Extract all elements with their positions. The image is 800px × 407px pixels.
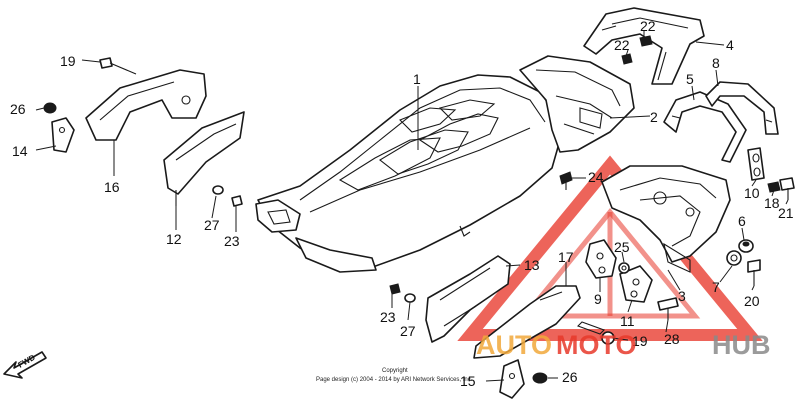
bracket-14 (51, 117, 75, 153)
rear-cowl (519, 55, 635, 153)
copyright-line-2: Page design (c) 2004 - 2014 by ARI Netwo… (316, 377, 473, 383)
callout-19-lower: 19 (632, 333, 648, 349)
callout-11: 11 (620, 313, 635, 329)
callout-13: 13 (524, 257, 540, 273)
copyright-notice: Copyright Page design (c) 2004 - 2014 by… (316, 368, 473, 383)
rubber-7 (726, 250, 742, 266)
rubber-6 (738, 239, 754, 253)
bolt-19-upper (99, 57, 137, 75)
callout-8: 8 (712, 55, 720, 71)
copyright-line-1: Copyright (382, 368, 408, 374)
callout-4: 4 (726, 37, 734, 53)
callout-10: 10 (744, 185, 760, 201)
callout-20: 20 (744, 293, 760, 309)
callout-26-lower: 26 (562, 369, 578, 385)
callout-27-upper: 27 (204, 217, 220, 233)
bolt-28 (657, 297, 679, 320)
callout-3: 3 (678, 288, 686, 304)
watermark-auto: AUTO (476, 330, 552, 360)
callout-26-upper: 26 (10, 101, 26, 117)
washer-27-upper (212, 185, 224, 195)
screw-21 (779, 177, 795, 200)
bracket-15 (499, 359, 525, 399)
callout-16: 16 (104, 179, 120, 195)
callout-25: 25 (614, 239, 630, 255)
fwd-arrow-icon: FWD (3, 351, 47, 379)
watermark-logo-text: AUTO MOTO HUB (476, 330, 771, 360)
side-stay-8 (705, 81, 779, 135)
handle-16 (85, 69, 207, 141)
grab-rail (583, 7, 705, 85)
screw-22b (621, 53, 633, 65)
part-10-bracket (747, 147, 765, 181)
callout-9: 9 (594, 291, 602, 307)
tail-bracket (601, 165, 731, 273)
washer-27-lower (404, 293, 416, 303)
callout-21: 21 (778, 205, 794, 221)
callout-6: 6 (738, 213, 746, 229)
leader-lines (35, 30, 789, 382)
callout-numbers: 1 2 3 4 5 8 6 7 9 10 11 12 13 14 15 16 1… (10, 18, 794, 389)
bolt-19-lower (577, 321, 615, 345)
watermark-moto: MOTO (556, 330, 637, 360)
callout-7: 7 (712, 279, 720, 295)
side-cover-17 (473, 285, 581, 359)
bolt-20 (747, 259, 761, 286)
callout-23-lower: 23 (380, 309, 396, 325)
callout-15: 15 (460, 373, 476, 389)
screw-24 (559, 171, 573, 190)
callout-22-upper: 22 (640, 18, 656, 34)
callout-1: 1 (413, 71, 421, 87)
callout-17: 17 (558, 249, 574, 265)
side-stay-5 (663, 91, 747, 163)
callout-19-upper: 19 (60, 53, 76, 69)
screw-18 (767, 181, 781, 193)
bracket-11 (619, 265, 653, 303)
callout-24: 24 (588, 169, 604, 185)
screw-23-lower (389, 283, 401, 295)
lower-cover-13 (425, 255, 511, 343)
callout-12: 12 (166, 231, 182, 247)
callout-2: 2 (650, 109, 658, 125)
bracket-12 (163, 111, 245, 206)
nut-25 (618, 262, 630, 274)
callout-18: 18 (764, 195, 780, 211)
seat-main (255, 74, 561, 273)
nut-26-upper (43, 102, 57, 114)
bracket-9 (585, 239, 617, 279)
watermark-hub: HUB (712, 330, 771, 360)
screw-23-upper (231, 195, 243, 207)
callout-27-lower: 27 (400, 323, 416, 339)
nut-26-lower (532, 372, 548, 384)
callout-23-upper: 23 (224, 233, 240, 249)
screw-22a (639, 35, 653, 47)
callout-5: 5 (686, 71, 694, 87)
callout-28: 28 (664, 331, 680, 347)
callout-14: 14 (12, 143, 28, 159)
callout-22-lower: 22 (614, 37, 630, 53)
